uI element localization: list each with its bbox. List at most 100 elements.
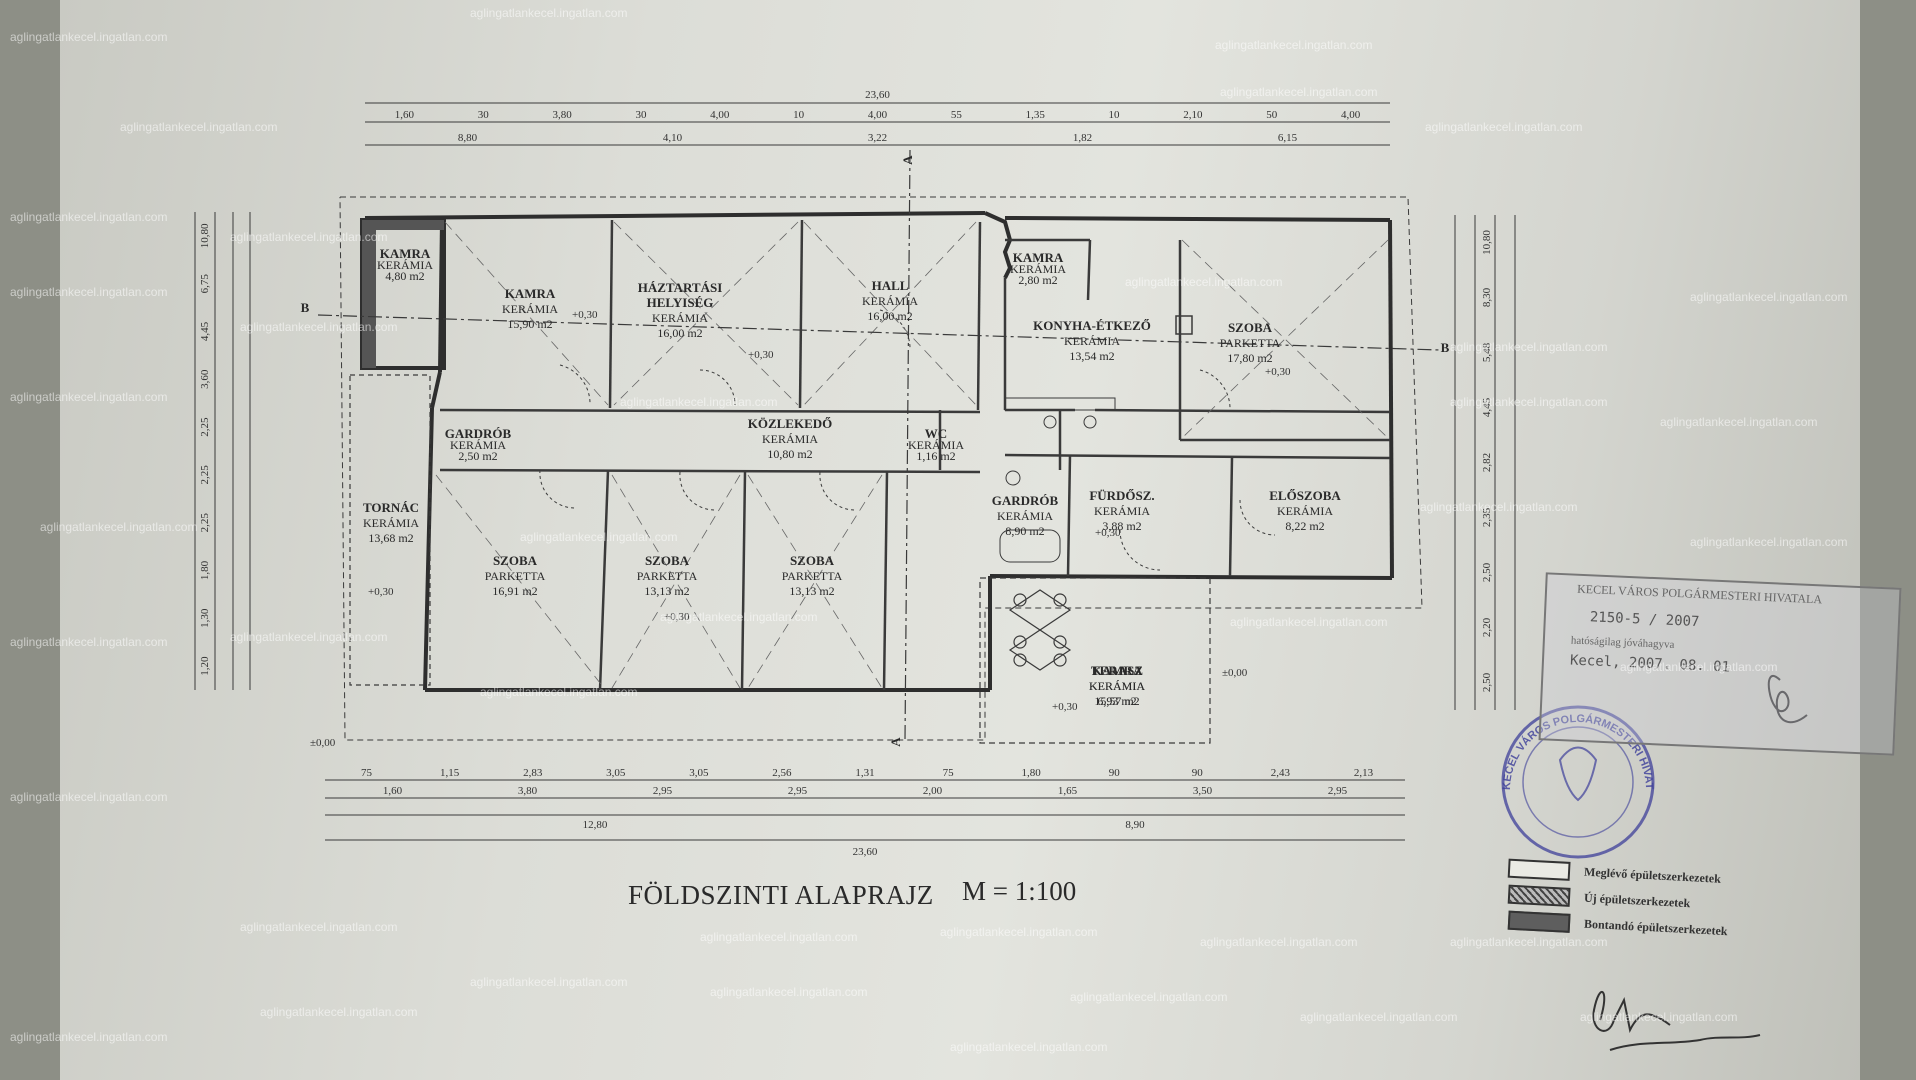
dim-bottom: 1,31: [855, 767, 874, 779]
watermark-text: aglingatlankecel.ingatlan.com: [230, 230, 388, 244]
room-area: 13,54 m2: [1069, 349, 1114, 363]
door-swings: [539, 309, 1276, 571]
room-name: HÁZTARTÁSI: [638, 280, 723, 295]
dim-top: 30: [478, 109, 490, 121]
level-mark: ±0,00: [310, 737, 336, 749]
watermark-text: aglingatlankecel.ingatlan.com: [1215, 38, 1373, 52]
room-area: 10,80 m2: [767, 447, 812, 461]
room-name: KAMRA: [380, 246, 431, 261]
dim-top: 4,00: [1341, 109, 1361, 121]
watermark-text: aglingatlankecel.ingatlan.com: [230, 630, 388, 644]
dim-bottom: 2,00: [923, 785, 943, 797]
dim-right: 10,80: [1481, 230, 1493, 255]
room-floor: PARKETTA: [1220, 336, 1281, 350]
watermark-text: aglingatlankecel.ingatlan.com: [10, 635, 168, 649]
dim-bottom: 3,05: [606, 767, 626, 779]
watermark-text: aglingatlankecel.ingatlan.com: [700, 930, 858, 944]
dim-top: 50: [1266, 109, 1278, 121]
legend: Meglévő épületszerkezetek Új épületszerk…: [1507, 858, 1788, 940]
level-mark: +0,30: [1052, 701, 1078, 713]
watermark-text: aglingatlankecel.ingatlan.com: [10, 30, 168, 44]
level-mark: +0,30: [664, 611, 690, 623]
room-floor: KERÁMIA: [997, 509, 1053, 523]
dim-left: 1,80: [199, 560, 211, 580]
dim-bottom: 75: [943, 767, 955, 779]
dim-bottom: 2,95: [1328, 785, 1348, 797]
watermark-text: aglingatlankecel.ingatlan.com: [40, 520, 198, 534]
dim-right: 2,82: [1481, 453, 1493, 472]
dim-bottom: 90: [1192, 767, 1204, 779]
room-area: 15,90 m2: [507, 317, 552, 331]
dim-top: 3,80: [552, 109, 572, 121]
dim-left: 6,75: [199, 274, 211, 294]
dim-bottom: 2,43: [1271, 767, 1291, 779]
dim-top: 4,10: [663, 132, 683, 144]
room-floor: KERÁMIA: [652, 311, 708, 325]
room-area: 2,50 m2: [458, 449, 497, 463]
section-markers: A A B B: [301, 155, 1450, 747]
drawing-scale: M = 1:100: [962, 876, 1077, 906]
level-mark: +0,30: [1095, 527, 1121, 539]
level-mark: ±0,00: [1222, 667, 1248, 679]
watermark-text: aglingatlankecel.ingatlan.com: [1450, 340, 1608, 354]
room-floor: KERÁMIA: [762, 432, 818, 446]
interior-walls: [439, 219, 1391, 691]
watermark-text: aglingatlankecel.ingatlan.com: [240, 920, 398, 934]
room-name: KÖZLEKEDŐ: [748, 416, 833, 431]
room-floor: KERÁMIA: [502, 302, 558, 316]
room-area: 4,80 m2: [385, 269, 424, 283]
dim-right: 2,35: [1481, 507, 1493, 527]
room-name: KAMRA: [505, 286, 556, 301]
room-name: GARDRÓB: [992, 493, 1059, 508]
dim-left: 2,25: [199, 465, 211, 485]
dim-bottom: 90: [1109, 767, 1121, 779]
dim-bottom: 3,80: [518, 785, 538, 797]
watermark-text: aglingatlankecel.ingatlan.com: [470, 6, 628, 20]
room-name: TORNÁC: [363, 500, 419, 515]
watermark-text: aglingatlankecel.ingatlan.com: [1220, 85, 1378, 99]
watermark-text: aglingatlankecel.ingatlan.com: [1200, 935, 1358, 949]
watermark-text: aglingatlankecel.ingatlan.com: [660, 610, 818, 624]
watermark-text: aglingatlankecel.ingatlan.com: [240, 320, 398, 334]
legend-swatch-existing: [1507, 858, 1571, 881]
room-floor: KERÁMIA: [1064, 334, 1120, 348]
watermark-text: aglingatlankecel.ingatlan.com: [1690, 535, 1848, 549]
level-mark: +0,30: [748, 349, 774, 361]
watermark-text: aglingatlankecel.ingatlan.com: [10, 390, 168, 404]
room-name: SZOBA: [1228, 320, 1273, 335]
watermark-text: aglingatlankecel.ingatlan.com: [120, 120, 278, 134]
watermark-text: aglingatlankecel.ingatlan.com: [10, 790, 168, 804]
watermark-text: aglingatlankecel.ingatlan.com: [470, 975, 628, 989]
room-floor: KERÁMIA: [450, 438, 506, 452]
legend-label: Új épületszerkezetek: [1583, 890, 1691, 910]
section-marker-b-right: B: [1441, 340, 1450, 355]
dim-bottom: 1,80: [1022, 767, 1042, 779]
section-marker-a-bottom: A: [888, 737, 903, 747]
dim-top: 2,10: [1183, 109, 1203, 121]
level-mark: +0,30: [368, 586, 394, 598]
room-area: 1,16 m2: [916, 449, 955, 463]
section-marker-a-top: A: [900, 155, 915, 165]
room-name: ELŐSZOBA: [1269, 488, 1341, 503]
dim-top: 4,00: [868, 109, 888, 121]
watermark-text: aglingatlankecel.ingatlan.com: [1125, 275, 1283, 289]
watermark-text: aglingatlankecel.ingatlan.com: [710, 985, 868, 999]
handwritten-signature: [1592, 675, 1808, 1051]
watermark-text: aglingatlankecel.ingatlan.com: [480, 685, 638, 699]
dim-top: 6,15: [1278, 132, 1298, 144]
dim-top: 55: [951, 109, 963, 121]
dim-top: 1,82: [1073, 132, 1092, 144]
room-name: KAMRA: [1092, 663, 1143, 678]
